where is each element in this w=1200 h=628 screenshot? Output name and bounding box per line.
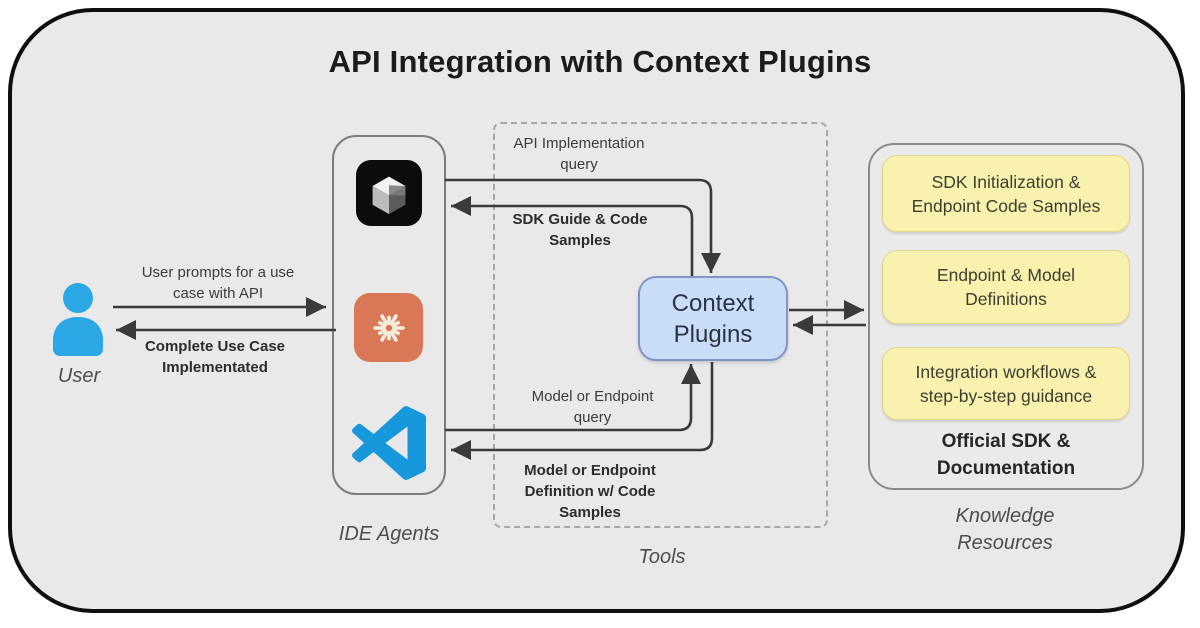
user-response-label: Complete Use Case Implementated: [144, 338, 286, 376]
knowledge-item: Endpoint & Model Definitions: [882, 250, 1130, 324]
knowledge-resources-box: SDK Initialization & Endpoint Code Sampl…: [868, 143, 1144, 490]
knowledge-caption: Knowledge Resources: [955, 505, 1055, 554]
tools-caption: Tools: [638, 546, 686, 568]
context-plugins-box: Context Plugins: [638, 276, 788, 361]
knowledge-item: SDK Initialization & Endpoint Code Sampl…: [882, 155, 1130, 232]
knowledge-footer: Official SDK & Documentation: [936, 431, 1076, 479]
user-icon: [49, 281, 109, 359]
claude-icon: [354, 293, 423, 362]
sdk-guide-label: SDK Guide & Code Samples: [512, 211, 648, 249]
model-definition-label: Model or Endpoint Definition w/ Code Sam…: [524, 462, 656, 521]
diagram-title: API Integration with Context Plugins: [328, 44, 872, 79]
api-query-label: API Implementation query: [513, 135, 645, 173]
ide-agents-caption: IDE Agents: [338, 523, 440, 545]
user-prompt-label: User prompts for a use case with API: [141, 264, 295, 302]
ide-agents-box: [332, 135, 446, 495]
user-caption: User: [57, 365, 101, 387]
cursor-icon: [356, 160, 422, 226]
vscode-icon: [350, 406, 428, 480]
model-query-label: Model or Endpoint query: [531, 388, 654, 426]
knowledge-item: Integration workflows & step-by-step gui…: [882, 347, 1130, 420]
